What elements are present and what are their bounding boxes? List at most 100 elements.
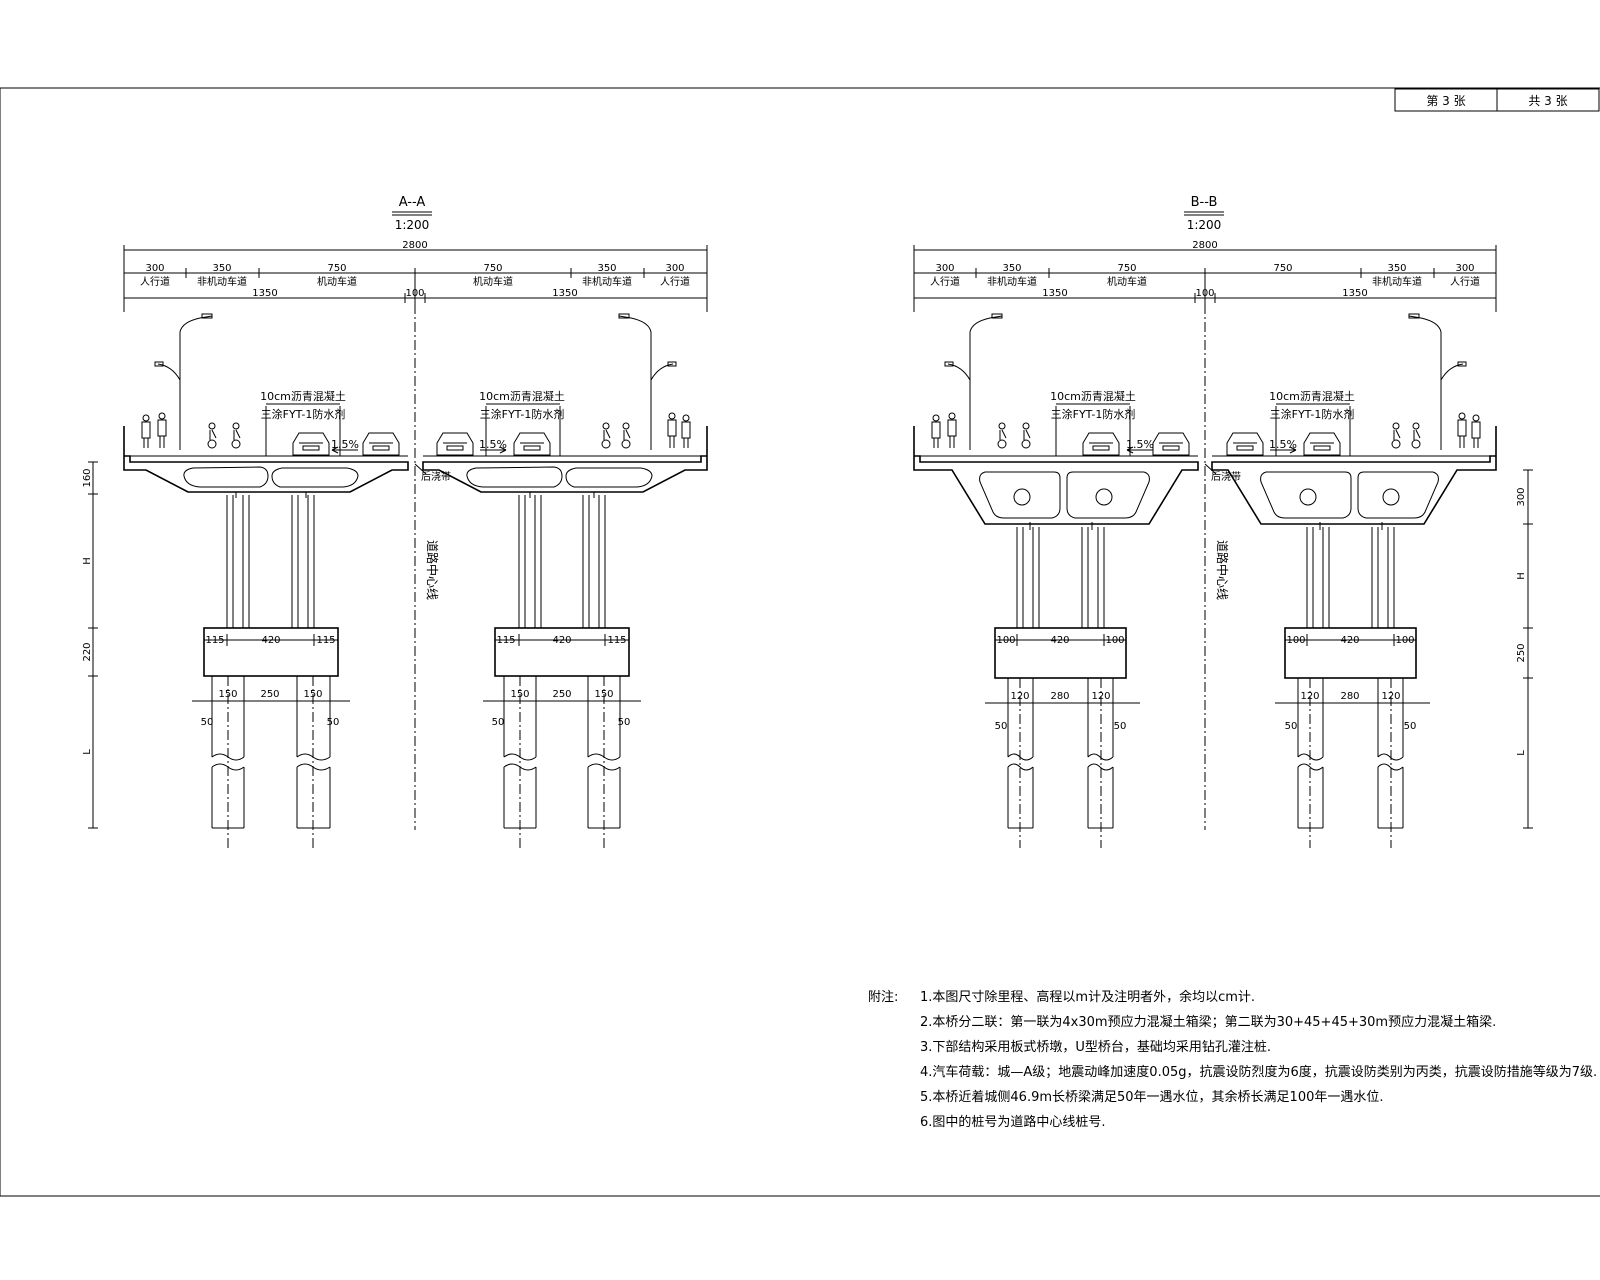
page-number: 第 3 张 [1426,94,1465,108]
page-total: 共 3 张 [1528,94,1567,108]
car-icon [292,432,330,456]
lane-name: 人行道 [930,275,960,288]
pedestrian-icon [141,412,167,448]
section-b-scale: 1:200 [1187,218,1222,232]
waterproof-label: 三涂FYT-1防水剂 [1051,407,1136,421]
bored-pile [503,676,621,848]
vertical-dimensions: 160 H 220 L [82,461,98,829]
pile-length: L [82,749,93,755]
joint-label: 后浇带 [1211,470,1241,483]
lane-name: 人行道 [660,275,690,288]
pile-edge-dim: 50 [1285,721,1298,732]
cap-height: 250 [1516,643,1527,662]
half-width-left: 1350 [252,288,277,299]
notes-list: 1.本图尺寸除里程、高程以m计及注明者外，余均以cm计. 2.本桥分二联：第一联… [868,985,1597,1135]
cross-slope: 1.5% [1269,438,1297,451]
car-icon [1152,432,1190,456]
pier-height: H [82,557,93,565]
center-line-label: 道路中心线 [425,540,440,600]
pile-cap: 100 420 100 [1284,627,1417,679]
cross-slope: 1.5% [1126,438,1154,451]
cyclist-icon [601,422,631,449]
pile-dim: 280 [1050,691,1069,702]
center-line-label: 道路中心线 [1215,540,1230,600]
cross-slope: 1.5% [331,438,359,451]
section-b-title: B--B 1:200 [1184,195,1224,232]
street-lamp [154,313,213,450]
cyclist-icon [207,422,241,449]
pile-edge-dim: 50 [1114,721,1127,732]
section-a-name: A--A [399,195,426,210]
girder-height: 300 [1516,487,1527,506]
pile-dim: 250 [552,689,571,700]
cap-dim: 115 [496,635,515,646]
box-girder [913,426,1199,525]
pier [226,492,315,628]
notes-label: 附注: [868,990,899,1005]
street-lamp [618,313,677,450]
note-item: 6.图中的桩号为道路中心线桩号. [920,1115,1106,1130]
pile-cap: 115 420 115 [494,627,630,677]
section-b-name: B--B [1191,195,1218,210]
pavement-label: 10cm沥青混凝土 [260,389,346,403]
waterproof-label: 三涂FYT-1防水剂 [480,407,565,421]
note-item: 2.本桥分二联：第一联为4x30m预应力混凝土箱梁；第二联为30+45+45+3… [920,1015,1497,1030]
car-icon [436,432,474,456]
pile-cap: 100 420 100 [994,627,1127,679]
lane-width: 750 [1273,263,1292,274]
lane-name: 非机动车道 [197,275,247,288]
lane-width: 350 [212,263,231,274]
car-icon [362,432,400,456]
joint-label: 后浇带 [421,470,451,483]
section-a-a: A--A 1:200 2800 300 人行道 350 非机动车道 750 [82,195,708,848]
cap-dim: 115 [607,635,626,646]
pavement-callout: 10cm沥青混凝土 三涂FYT-1防水剂 [479,389,565,456]
bored-pile [211,676,331,848]
lane-width: 350 [1387,263,1406,274]
pile-edge-dim: 50 [201,717,214,728]
pavement-callout: 10cm沥青混凝土 三涂FYT-1防水剂 [260,389,346,456]
half-width-right: 1350 [1342,288,1367,299]
cap-dim: 100 [996,635,1015,646]
cap-dim: 115 [205,635,224,646]
waterproof-label: 三涂FYT-1防水剂 [261,407,346,421]
pile-length: L [1516,750,1527,756]
pavement-callout: 10cm沥青混凝土 三涂FYT-1防水剂 [1050,389,1136,456]
lane-name: 机动车道 [1107,275,1147,288]
street-lamp [944,313,1003,450]
pile-dimensions: 150 250 150 50 50 [483,689,641,728]
pedestrian-icon [1457,412,1481,448]
girder-height: 160 [82,468,93,487]
lane-name: 人行道 [1450,275,1480,288]
cap-dim: 420 [1340,635,1359,646]
waterproof-label: 三涂FYT-1防水剂 [1270,407,1355,421]
pile-edge-dim: 50 [492,717,505,728]
street-lamp [1408,313,1467,450]
section-a-total-width: 2800 [402,240,427,251]
box-girder [123,426,409,493]
lane-name: 人行道 [140,275,170,288]
pile-edge-dim: 50 [995,721,1008,732]
pier [1306,522,1395,628]
cyclist-icon [1391,422,1421,449]
pile-dim: 280 [1340,691,1359,702]
cap-dim: 100 [1105,635,1124,646]
note-item: 5.本桥近着城侧46.9m长桥梁满足50年一遇水位，其余桥长满足100年一遇水位… [920,1090,1384,1105]
cap-dim: 115 [316,635,335,646]
lane-width: 350 [597,263,616,274]
note-item: 1.本图尺寸除里程、高程以m计及注明者外，余均以cm计. [920,990,1256,1005]
notes-block: 附注: 1.本图尺寸除里程、高程以m计及注明者外，余均以cm计. 2.本桥分二联… [868,985,1597,1135]
car-icon [1226,432,1264,456]
cap-dim: 420 [552,635,571,646]
bored-pile [1007,678,1114,848]
lane-width: 750 [327,263,346,274]
pedestrian-icon [667,412,691,448]
pile-dimensions: 150 250 150 50 50 [192,689,350,728]
pier [1016,522,1105,628]
pier-height: H [1516,572,1527,580]
section-a-title: A--A 1:200 [392,195,432,232]
pavement-label: 10cm沥青混凝土 [1269,389,1355,403]
section-a-scale: 1:200 [395,218,430,232]
sheet-title-block: 第 3 张 共 3 张 [1394,88,1600,112]
